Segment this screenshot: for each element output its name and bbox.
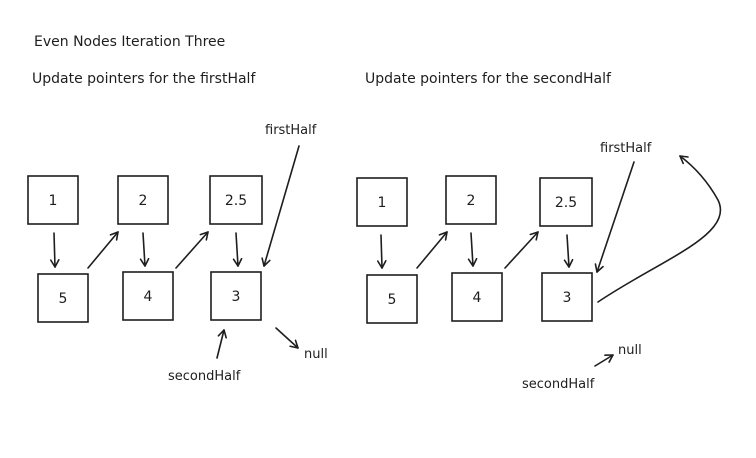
left-null-arrow [275,327,299,349]
left-secondhalf-arrow [216,329,227,359]
right-node-1: 1 [356,177,408,227]
left-node-3-value: 3 [232,289,241,305]
left-node-5: 5 [37,273,89,323]
left-node-1: 1 [27,175,79,225]
right-node-4-value: 4 [473,290,482,306]
left-secondhalf-label: secondHalf [168,369,241,384]
left-panel: Update pointers for the firstHalf 1 2 2.… [27,71,328,384]
diagram-title: Even Nodes Iteration Three [34,34,225,50]
right-firsthalf-label: firstHalf [600,141,652,156]
right-node-2-value: 2 [467,193,476,209]
right-arrow-2-5-to-3 [563,234,574,268]
right-panel-subtitle: Update pointers for the secondHalf [365,71,612,87]
left-arrow-1-to-5 [49,232,60,268]
right-arrow-5-to-2 [416,231,448,269]
left-node-1-value: 1 [49,193,58,209]
right-arrow-1-to-5 [376,234,387,269]
right-node-4: 4 [451,272,503,322]
left-node-2: 2 [117,175,169,225]
right-arrow-2-to-4 [467,232,478,267]
right-node-5: 5 [366,274,418,324]
left-arrow-2-to-4 [139,232,150,267]
left-node-4-value: 4 [144,289,153,305]
right-panel: Update pointers for the secondHalf 1 2 2… [356,71,722,392]
left-panel-subtitle: Update pointers for the firstHalf [32,71,256,87]
left-node-3: 3 [210,271,262,321]
right-node-3-value: 3 [563,290,572,306]
left-node-2-5: 2.5 [209,175,263,225]
left-node-4: 4 [122,271,174,321]
right-node-5-value: 5 [388,292,397,308]
left-arrow-2-5-to-3 [232,232,243,267]
right-firsthalf-arrow [594,161,635,273]
left-node-2-value: 2 [139,193,148,209]
right-node-2-5: 2.5 [539,177,593,227]
left-firsthalf-label: firstHalf [265,123,317,138]
right-node-2: 2 [445,175,497,225]
right-node-3: 3 [541,272,593,322]
left-arrow-4-to-2-5 [175,231,209,269]
left-firsthalf-arrow [261,145,300,267]
right-arrow-4-to-2-5 [504,231,539,269]
left-node-2-5-value: 2.5 [225,193,247,209]
left-null-label: null [304,347,328,362]
right-node-3-to-firsthalf-curve [597,155,722,303]
left-arrow-5-to-2 [87,231,119,269]
right-secondhalf-label: secondHalf [522,377,595,392]
right-secondhalf-arrow [594,354,614,367]
right-node-2-5-value: 2.5 [555,195,577,211]
right-null-label: null [618,343,642,358]
right-node-1-value: 1 [378,195,387,211]
left-node-5-value: 5 [59,291,68,307]
